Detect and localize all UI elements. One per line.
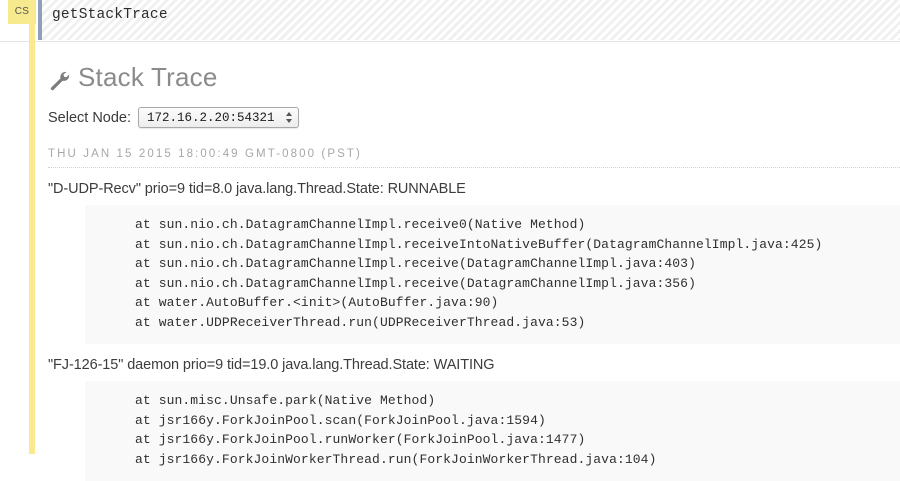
select-stepper-arrows-icon: [285, 111, 293, 124]
stack-frame: at jsr166y.ForkJoinWorkerThread.run(Fork…: [135, 451, 657, 467]
timestamp-divider: [48, 166, 900, 168]
page-title: Stack Trace: [48, 62, 900, 93]
stack-frame: at sun.nio.ch.DatagramChannelImpl.receiv…: [135, 236, 823, 252]
stack-trace-block: at sun.misc.Unsafe.park(Native Method) a…: [85, 381, 900, 481]
stack-frame: at sun.nio.ch.DatagramChannelImpl.receiv…: [135, 256, 696, 271]
thread-header: "D-UDP-Recv" prio=9 tid=8.0 java.lang.Th…: [48, 181, 466, 197]
node-select-value: 172.16.2.20:54321: [147, 110, 275, 125]
command-bar: [38, 0, 900, 40]
stack-trace-block: at sun.nio.ch.DatagramChannelImpl.receiv…: [85, 205, 900, 344]
thread-header: "FJ-126-15" daemon prio=9 tid=19.0 java.…: [48, 357, 495, 373]
stack-frame: at water.AutoBuffer.<init>(AutoBuffer.ja…: [135, 295, 499, 310]
header-divider: [0, 41, 900, 42]
page-title-text: Stack Trace: [78, 62, 218, 92]
stack-frame: at sun.misc.Unsafe.park(Native Method): [135, 393, 436, 408]
stack-frame: at sun.nio.ch.DatagramChannelImpl.receiv…: [135, 217, 586, 232]
stack-frame: at jsr166y.ForkJoinPool.scan(ForkJoinPoo…: [135, 412, 546, 428]
select-node-label: Select Node:: [48, 109, 132, 126]
main-content: Stack Trace Select Node: 172.16.2.20:543…: [48, 52, 900, 481]
wrench-icon: [48, 67, 70, 91]
command-text: getStackTrace: [52, 7, 168, 23]
command-header-strip: CS getStackTrace: [0, 0, 900, 42]
stack-frame: at sun.nio.ch.DatagramChannelImpl.receiv…: [135, 275, 696, 291]
left-accent-rail: [29, 0, 35, 454]
stack-frame: at water.UDPReceiverThread.run(UDPReceiv…: [135, 314, 586, 330]
timestamp: THU JAN 15 2015 18:00:49 GMT-0800 (PST): [48, 148, 362, 160]
node-selector-row: Select Node: 172.16.2.20:54321: [48, 107, 900, 128]
stack-frame: at jsr166y.ForkJoinPool.runWorker(ForkJo…: [135, 432, 586, 447]
node-select[interactable]: 172.16.2.20:54321: [138, 107, 299, 128]
